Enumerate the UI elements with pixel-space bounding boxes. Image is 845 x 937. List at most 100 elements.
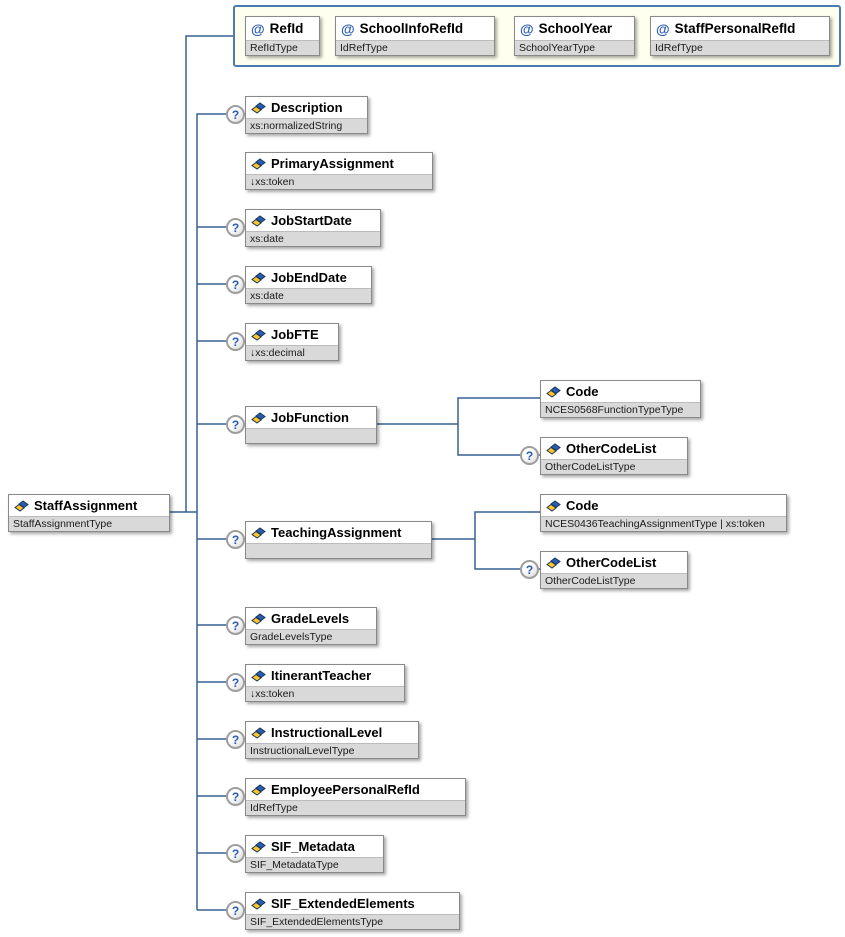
element-type: OtherCodeListType [541, 459, 687, 474]
element-icon [251, 669, 266, 682]
element-type: InstructionalLevelType [246, 743, 418, 758]
optional-icon: ? [520, 560, 539, 579]
attribute-icon: @ [251, 20, 265, 37]
element-type: SIF_ExtendedElementsType [246, 914, 459, 929]
element-name: StaffAssignment [34, 498, 138, 513]
element-type: SIF_MetadataType [246, 857, 383, 872]
node-jobfunction[interactable]: JobFunction [245, 406, 377, 444]
element-name: JobFTE [271, 327, 319, 342]
node-teachingassignment-othercodelist[interactable]: OtherCodeList OtherCodeListType [540, 551, 688, 589]
element-name: TeachingAssignment [271, 525, 402, 540]
optional-icon: ? [226, 673, 245, 692]
element-name: Description [271, 100, 343, 115]
node-sif-extendedelements[interactable]: SIF_ExtendedElements SIF_ExtendedElement… [245, 892, 460, 930]
element-name: OtherCodeList [566, 441, 657, 456]
element-icon [251, 157, 266, 170]
node-attr-schoolyear[interactable]: @ SchoolYear SchoolYearType [514, 16, 635, 56]
node-attr-staffpersonalrefid[interactable]: @ StaffPersonalRefId IdRefType [650, 16, 830, 56]
node-teachingassignment[interactable]: TeachingAssignment [245, 521, 432, 559]
element-type: IdRefType [246, 800, 465, 815]
element-name: Code [566, 384, 599, 399]
attribute-type: IdRefType [651, 40, 829, 55]
element-name: Code [566, 498, 599, 513]
element-type: OtherCodeListType [541, 573, 687, 588]
node-jobfte[interactable]: JobFTE ↓xs:decimal [245, 323, 339, 361]
node-gradelevels[interactable]: GradeLevels GradeLevelsType [245, 607, 377, 645]
node-instructionallevel[interactable]: InstructionalLevel InstructionalLevelTyp… [245, 721, 419, 759]
node-sif-metadata[interactable]: SIF_Metadata SIF_MetadataType [245, 835, 384, 873]
element-icon [251, 726, 266, 739]
element-name: EmployeePersonalRefId [271, 782, 420, 797]
element-type [246, 543, 431, 558]
node-staffassignment[interactable]: StaffAssignment StaffAssignmentType [8, 494, 170, 532]
optional-icon: ? [226, 844, 245, 863]
optional-icon: ? [226, 616, 245, 635]
element-type: NCES0568FunctionTypeType [541, 402, 700, 417]
element-name: JobFunction [271, 410, 349, 425]
element-type: StaffAssignmentType [9, 516, 169, 531]
node-employeepersonalrefid[interactable]: EmployeePersonalRefId IdRefType [245, 778, 466, 816]
optional-icon: ? [226, 530, 245, 549]
node-itinerantteacher[interactable]: ItinerantTeacher ↓xs:token [245, 664, 405, 702]
element-icon [14, 499, 29, 512]
element-icon [251, 526, 266, 539]
element-type: GradeLevelsType [246, 629, 376, 644]
attribute-name: StaffPersonalRefId [674, 21, 796, 36]
optional-icon: ? [226, 218, 245, 237]
element-name: SIF_Metadata [271, 839, 355, 854]
element-icon [546, 442, 561, 455]
element-name: JobStartDate [271, 213, 352, 228]
optional-icon: ? [226, 332, 245, 351]
optional-icon: ? [226, 730, 245, 749]
node-attr-schoolinforefid[interactable]: @ SchoolInfoRefId IdRefType [335, 16, 495, 56]
attribute-name: RefId [269, 21, 304, 36]
element-icon [251, 271, 266, 284]
optional-icon: ? [520, 446, 539, 465]
optional-icon: ? [226, 787, 245, 806]
element-icon [251, 101, 266, 114]
element-icon [251, 328, 266, 341]
element-name: SIF_ExtendedElements [271, 896, 415, 911]
element-icon [251, 411, 266, 424]
attribute-type: IdRefType [336, 40, 494, 55]
node-attr-refid[interactable]: @ RefId RefIdType [245, 16, 320, 56]
optional-icon: ? [226, 275, 245, 294]
element-name: ItinerantTeacher [271, 668, 372, 683]
node-teachingassignment-code[interactable]: Code NCES0436TeachingAssignmentType | xs… [540, 494, 787, 532]
element-type: ↓xs:token [246, 686, 404, 701]
element-icon [546, 556, 561, 569]
element-type: xs:normalizedString [246, 118, 367, 133]
attribute-icon: @ [341, 20, 355, 37]
element-icon [251, 783, 266, 796]
attribute-type: RefIdType [246, 40, 319, 55]
node-jobfunction-othercodelist[interactable]: OtherCodeList OtherCodeListType [540, 437, 688, 475]
element-icon [546, 385, 561, 398]
element-icon [251, 897, 266, 910]
node-jobfunction-code[interactable]: Code NCES0568FunctionTypeType [540, 380, 701, 418]
attribute-name: SchoolInfoRefId [359, 21, 464, 36]
node-jobstartdate[interactable]: JobStartDate xs:date [245, 209, 381, 247]
attribute-name: SchoolYear [538, 21, 613, 36]
optional-icon: ? [226, 415, 245, 434]
element-icon [251, 214, 266, 227]
element-icon [251, 612, 266, 625]
element-name: GradeLevels [271, 611, 350, 626]
element-name: PrimaryAssignment [271, 156, 394, 171]
element-icon [251, 840, 266, 853]
element-type: xs:date [246, 231, 380, 246]
node-jobenddate[interactable]: JobEndDate xs:date [245, 266, 372, 304]
element-icon [546, 499, 561, 512]
attribute-icon: @ [656, 20, 670, 37]
element-type [246, 428, 376, 443]
attribute-type: SchoolYearType [515, 40, 634, 55]
node-primaryassignment[interactable]: PrimaryAssignment ↓xs:token [245, 152, 433, 190]
element-type: ↓xs:token [246, 174, 432, 189]
optional-icon: ? [226, 901, 245, 920]
element-name: JobEndDate [271, 270, 347, 285]
optional-icon: ? [226, 105, 245, 124]
element-type: NCES0436TeachingAssignmentType | xs:toke… [541, 516, 786, 531]
attribute-icon: @ [520, 20, 534, 37]
element-name: InstructionalLevel [271, 725, 383, 740]
element-type: xs:date [246, 288, 371, 303]
node-description[interactable]: Description xs:normalizedString [245, 96, 368, 134]
